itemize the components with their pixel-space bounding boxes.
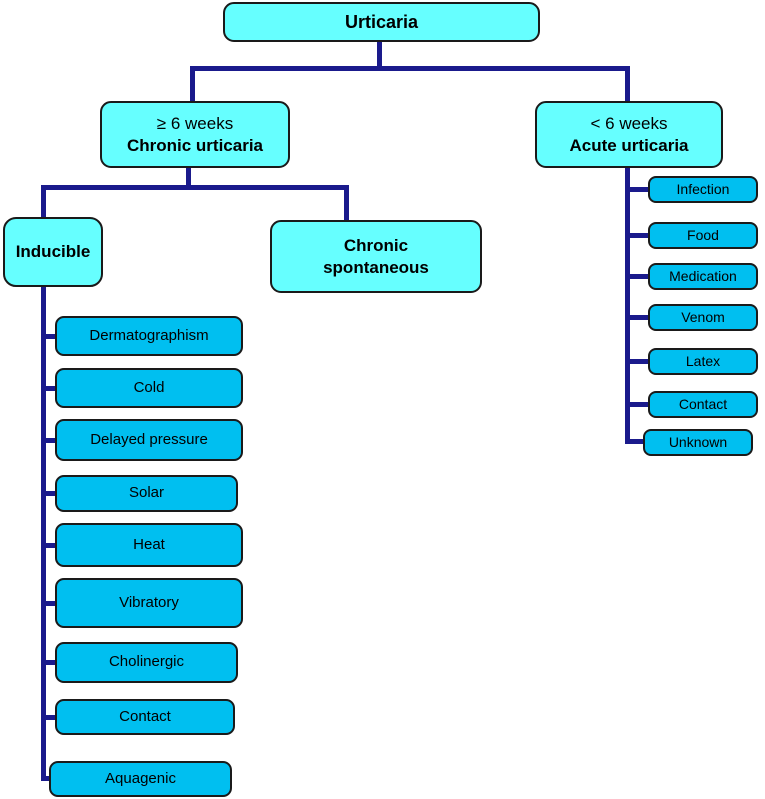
node-chronic-spontaneous: Chronic spontaneous: [270, 220, 482, 293]
node-urticaria: Urticaria: [223, 2, 540, 42]
connector-mid-right-drop: [344, 185, 349, 222]
node-food: Food: [648, 222, 758, 249]
node-cold-label: Cold: [133, 378, 165, 396]
node-vibratory: Vibratory: [55, 578, 243, 628]
node-chronic-spontaneous-label: Chronic spontaneous: [323, 236, 429, 277]
node-delayed-pressure: Delayed pressure: [55, 419, 243, 461]
node-inducible-label: Inducible: [15, 242, 91, 262]
node-acute-duration: < 6 weeks: [590, 114, 668, 134]
node-unknown: Unknown: [643, 429, 753, 456]
connector-inducible-spine: [41, 287, 46, 781]
connector-stub-delayed-pressure: [44, 438, 57, 443]
node-urticaria-label: Urticaria: [344, 11, 419, 32]
connector-stub-medication: [628, 274, 648, 279]
node-solar: Solar: [55, 475, 238, 512]
node-medication-label: Medication: [669, 267, 737, 284]
connector-stub-heat: [44, 543, 57, 548]
node-food-label: Food: [687, 226, 719, 243]
node-delayed-pressure-label: Delayed pressure: [90, 430, 208, 448]
node-acute-urticaria: < 6 weeks Acute urticaria: [535, 101, 723, 168]
node-cholinergic-label: Cholinergic: [108, 653, 185, 671]
node-aquagenic-label: Aquagenic: [105, 769, 176, 787]
connector-stub-dermatographism: [44, 334, 57, 339]
node-solar-label: Solar: [128, 484, 165, 502]
connector-stub-vibratory: [44, 601, 57, 606]
node-heat: Heat: [55, 523, 243, 567]
node-dermatographism-label: Dermatographism: [89, 326, 209, 344]
connector-stub-food: [628, 233, 648, 238]
connector-stub-latex: [628, 359, 648, 364]
node-chronic-duration: ≥ 6 weeks: [156, 114, 234, 134]
node-acute-label: Acute urticaria: [569, 135, 689, 155]
node-infection: Infection: [648, 176, 758, 203]
node-inducible: Inducible: [3, 217, 103, 287]
connector-stub-contact-right: [628, 402, 648, 407]
node-contact-acute-label: Contact: [678, 395, 728, 412]
connector-root-down: [377, 42, 382, 69]
connector-stub-contact-left: [44, 715, 57, 720]
node-chronic-label: Chronic urticaria: [126, 135, 264, 155]
connector-stub-solar: [44, 491, 57, 496]
node-venom: Venom: [648, 304, 758, 331]
connector-stub-venom: [628, 315, 648, 320]
node-vibratory-label: Vibratory: [119, 593, 179, 611]
node-cholinergic: Cholinergic: [55, 642, 238, 683]
connector-stub-cholinergic: [44, 660, 57, 665]
connector-top-horizontal: [190, 66, 630, 71]
node-contact-inducible: Contact: [55, 699, 235, 735]
connector-top-right-drop: [625, 66, 630, 103]
connector-top-left-drop: [190, 66, 195, 103]
node-cold: Cold: [55, 368, 243, 408]
node-heat-label: Heat: [133, 535, 165, 553]
node-venom-label: Venom: [681, 308, 725, 325]
node-contact-inducible-label: Contact: [119, 707, 171, 725]
connector-stub-unknown: [628, 439, 645, 444]
node-chronic-urticaria: ≥ 6 weeks Chronic urticaria: [100, 101, 290, 168]
connector-acute-spine: [625, 167, 630, 444]
node-unknown-label: Unknown: [668, 433, 728, 450]
node-dermatographism: Dermatographism: [55, 316, 243, 356]
node-aquagenic: Aquagenic: [49, 761, 232, 797]
node-latex: Latex: [648, 348, 758, 375]
connector-chronic-down: [186, 167, 191, 188]
node-contact-acute: Contact: [648, 391, 758, 418]
node-infection-label: Infection: [676, 180, 730, 197]
connector-mid-horizontal: [41, 185, 349, 190]
connector-stub-aquagenic: [44, 776, 53, 781]
node-medication: Medication: [648, 263, 758, 290]
node-latex-label: Latex: [685, 352, 721, 369]
connector-stub-infection: [628, 187, 648, 192]
connector-mid-left-drop: [41, 185, 46, 219]
connector-stub-cold: [44, 386, 57, 391]
